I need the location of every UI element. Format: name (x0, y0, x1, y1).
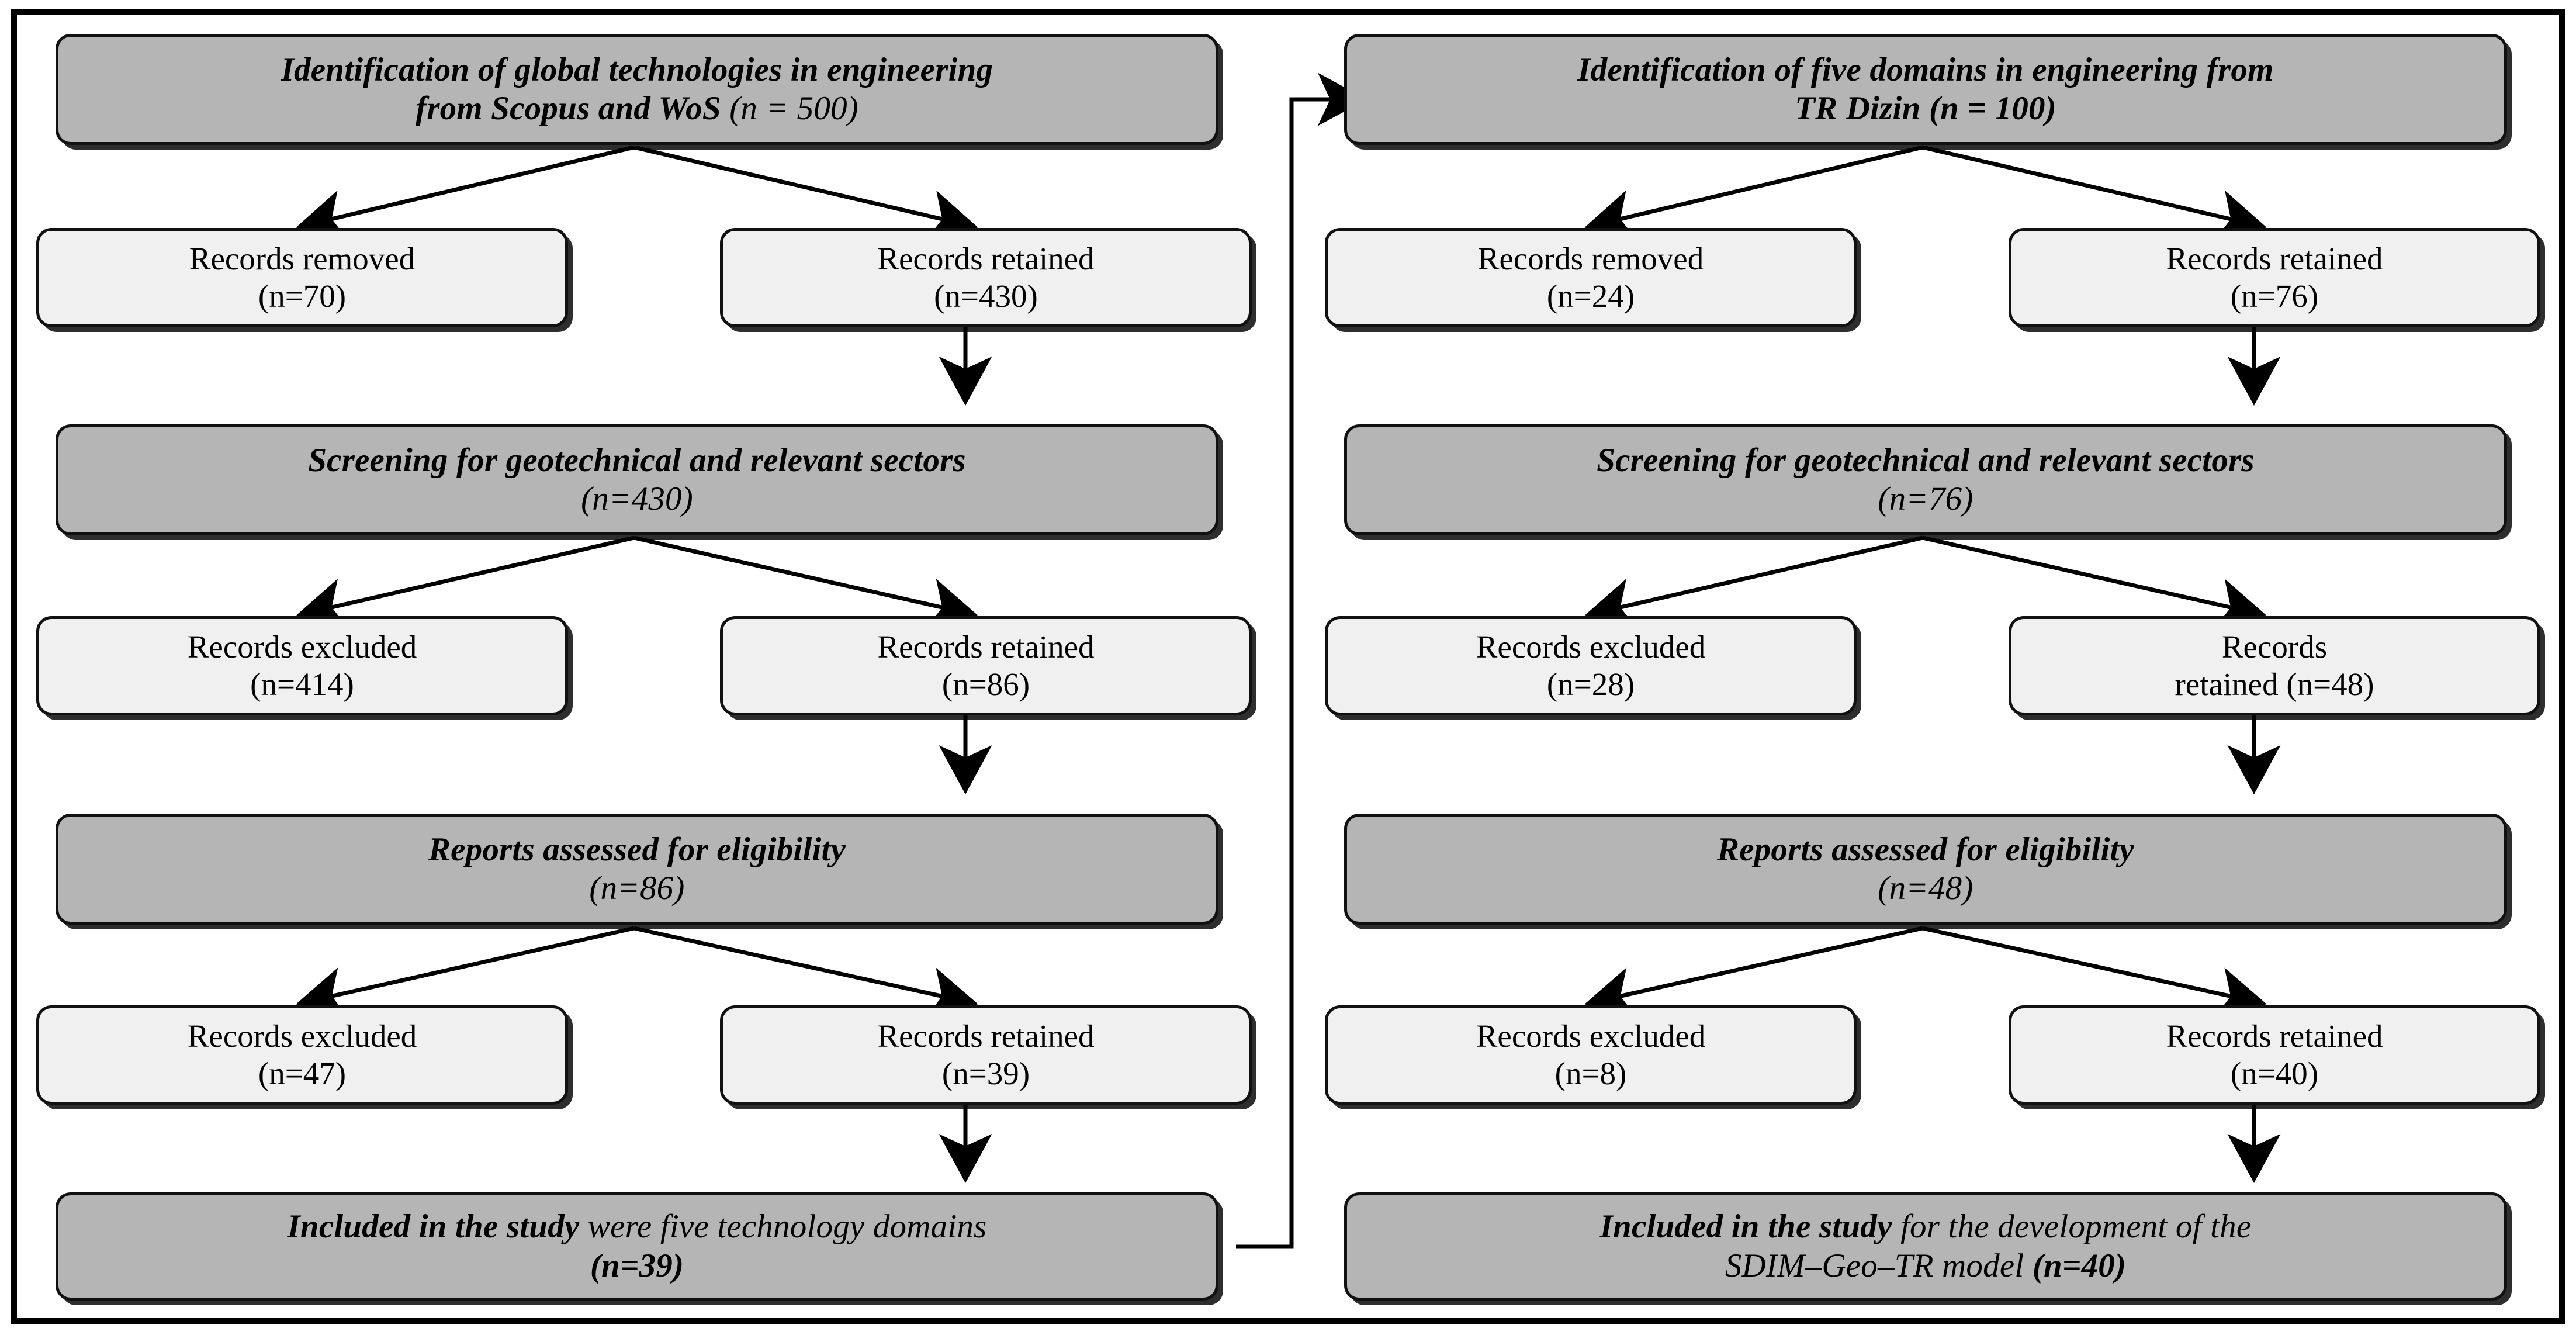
right-records-retained-2-box[interactable]: Records retained (n=48) (2009, 616, 2540, 715)
left-records-removed-box[interactable]: Records removed (n=70) (36, 228, 568, 327)
right-identification-line2: TR Dizin (n = 100) (1795, 89, 2056, 128)
left-identification-box[interactable]: Identification of global technologies in… (56, 34, 1218, 145)
right-eligibility-count: (n=48) (1878, 870, 1973, 907)
left-records-retained-1-box[interactable]: Records retained (n=430) (720, 228, 1252, 327)
left-removed-label: Records removed (189, 241, 416, 277)
right-screening-box[interactable]: Screening for geotechnical and relevant … (1344, 424, 2507, 535)
left-included-rest: were five technology domains (579, 1208, 987, 1246)
right-included-rest: for the development of the (1892, 1208, 2252, 1246)
left-identification-source: from Scopus and WoS (416, 90, 721, 127)
left-eligibility-box[interactable]: Reports assessed for eligibility (n=86) (56, 814, 1218, 925)
left-removed-count: (n=70) (258, 278, 347, 314)
left-identification-count: (n = 500) (729, 90, 858, 127)
right-records-excluded-2-box[interactable]: Records excluded (n=8) (1325, 1005, 1857, 1105)
left-eligibility-label: Reports assessed for eligibility (428, 831, 846, 868)
left-screening-box[interactable]: Screening for geotechnical and relevant … (56, 424, 1218, 535)
left-eligibility-count: (n=86) (589, 870, 685, 907)
right-identification-count: (n = 100) (1928, 90, 2056, 127)
right-identification-line1: Identification of five domains in engine… (1577, 51, 2274, 88)
right-records-retained-3-box[interactable]: Records retained (n=40) (2009, 1005, 2540, 1105)
right-retained2-count: retained (n=48) (2175, 666, 2374, 702)
right-eligibility-box[interactable]: Reports assessed for eligibility (n=48) (1344, 814, 2507, 925)
right-records-excluded-1-box[interactable]: Records excluded (n=28) (1325, 616, 1857, 715)
right-excluded2-count: (n=8) (1554, 1056, 1627, 1091)
right-included-line2: SDIM–Geo–TR model (n=40) (1725, 1247, 2126, 1285)
left-retained2-label: Records retained (877, 629, 1095, 665)
right-retained3-label: Records retained (2166, 1018, 2383, 1054)
right-records-removed-box[interactable]: Records removed (n=24) (1325, 228, 1857, 327)
left-excluded1-label: Records excluded (187, 629, 417, 665)
right-included-box[interactable]: Included in the study for the developmen… (1344, 1192, 2507, 1301)
right-retained2-label: Records (2221, 629, 2328, 665)
right-identification-source: TR Dizin (1795, 90, 1921, 127)
right-included-line1: Included in the study for the developmen… (1600, 1208, 2252, 1246)
right-excluded1-count: (n=28) (1546, 666, 1635, 702)
left-included-line1: Included in the study were five technolo… (288, 1208, 987, 1246)
right-eligibility-label: Reports assessed for eligibility (1716, 831, 2135, 868)
left-included-box[interactable]: Included in the study were five technolo… (56, 1192, 1218, 1301)
left-retained2-count: (n=86) (941, 666, 1030, 702)
right-included-model: SDIM–Geo–TR model (1725, 1247, 2033, 1284)
right-excluded1-label: Records excluded (1476, 629, 1706, 665)
left-retained1-count: (n=430) (934, 278, 1038, 314)
left-records-retained-3-box[interactable]: Records retained (n=39) (720, 1005, 1252, 1105)
right-screening-count: (n=76) (1878, 480, 1973, 517)
left-retained3-count: (n=39) (941, 1056, 1030, 1091)
left-records-excluded-2-box[interactable]: Records excluded (n=47) (36, 1005, 568, 1105)
right-removed-count: (n=24) (1546, 278, 1635, 314)
right-screening-label: Screening for geotechnical and relevant … (1597, 441, 2255, 479)
left-excluded2-count: (n=47) (258, 1056, 347, 1091)
left-retained3-label: Records retained (877, 1018, 1095, 1054)
left-screening-count: (n=430) (581, 480, 693, 517)
left-excluded1-count: (n=414) (250, 666, 354, 702)
right-included-count: (n=40) (2032, 1247, 2127, 1284)
right-included-emphasis: Included in the study (1599, 1208, 1892, 1246)
left-records-excluded-1-box[interactable]: Records excluded (n=414) (36, 616, 568, 715)
left-screening-label: Screening for geotechnical and relevant … (308, 441, 966, 479)
left-excluded2-label: Records excluded (187, 1018, 417, 1054)
right-retained1-label: Records retained (2166, 241, 2383, 277)
right-removed-label: Records removed (1477, 241, 1704, 277)
right-records-retained-1-box[interactable]: Records retained (n=76) (2009, 228, 2540, 327)
right-excluded2-label: Records excluded (1476, 1018, 1706, 1054)
right-retained3-count: (n=40) (2230, 1056, 2319, 1091)
right-identification-box[interactable]: Identification of five domains in engine… (1344, 34, 2507, 145)
right-retained1-count: (n=76) (2230, 278, 2319, 314)
left-identification-line2: from Scopus and WoS (n = 500) (416, 89, 858, 128)
left-identification-line1: Identification of global technologies in… (281, 51, 993, 88)
left-included-emphasis: Included in the study (287, 1208, 580, 1246)
left-records-retained-2-box[interactable]: Records retained (n=86) (720, 616, 1252, 715)
left-retained1-label: Records retained (877, 241, 1095, 277)
left-included-count: (n=39) (590, 1247, 684, 1284)
